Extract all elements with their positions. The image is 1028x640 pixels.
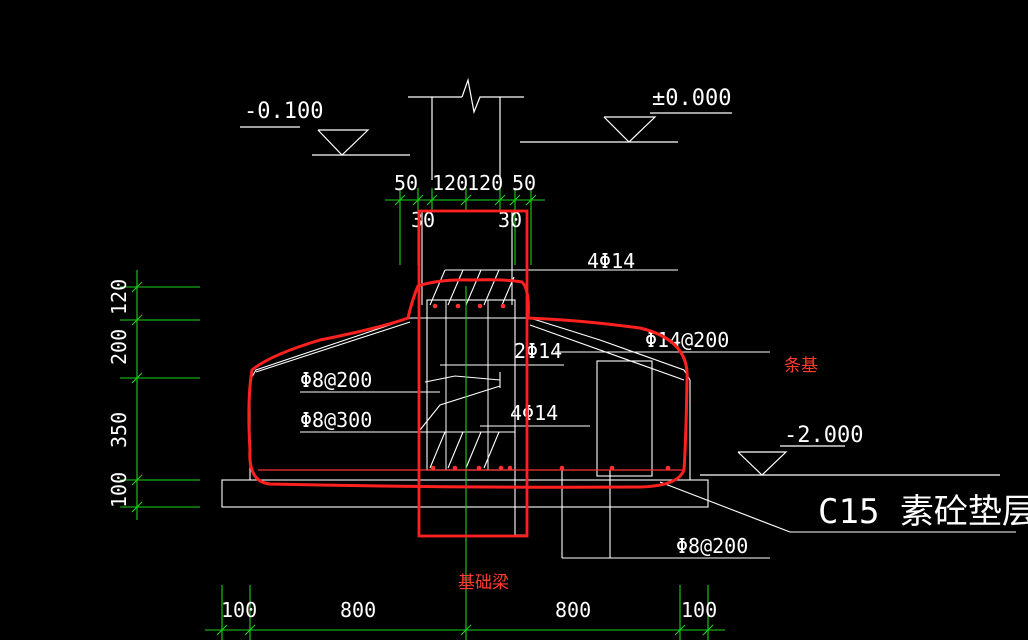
dim-left-100: 100: [107, 472, 131, 508]
bottom-dimension-lines: [205, 585, 725, 640]
dim-left-350: 350: [107, 412, 131, 448]
elevation-mark-bottom-right: [700, 445, 1000, 476]
elevation-bottom-text: -2.000: [784, 423, 863, 448]
dim-bottom-100-left: 100: [221, 598, 257, 622]
elevation-left-text: -0.100: [244, 99, 323, 124]
left-dimension-texts: 120 200 350 100: [107, 279, 131, 508]
elevation-mark-right: [520, 112, 732, 143]
dim-left-120: 120: [107, 279, 131, 315]
dim-left-200: 200: [107, 329, 131, 365]
dim-bottom-100-right: 100: [681, 598, 717, 622]
slab-division-lines: [445, 300, 489, 470]
label-top-bars: 4Φ14: [587, 249, 635, 273]
left-dimension-lines: [120, 270, 467, 640]
foundation-beam-highlight: [417, 209, 529, 538]
label-slab-bottom-rebar: Φ8@200: [676, 534, 748, 558]
foundation-outline: [221, 210, 1016, 559]
dim-top-120-left: 120: [432, 171, 468, 195]
label-stirrup-300: Φ8@300: [300, 408, 372, 432]
elevation-right-text: ±0.000: [652, 86, 731, 111]
label-strip-foundation: 条基: [784, 356, 818, 376]
label-side-bars: 2Φ14: [514, 339, 562, 363]
dim-top-50-right: 50: [512, 171, 536, 195]
top-dimension-lines: [385, 188, 545, 265]
label-bottom-bars: 4Φ14: [510, 401, 558, 425]
elevation-mark-left: [240, 126, 410, 156]
wall-outline: [408, 77, 524, 180]
label-cushion: C15 素砼垫层: [818, 492, 1028, 532]
dim-bottom-800-left: 800: [340, 598, 376, 622]
label-foundation-beam: 基础梁: [458, 573, 509, 593]
label-stirrup-200: Φ8@200: [300, 368, 372, 392]
rebar-dots: [430, 303, 671, 471]
dim-top-50-left: 50: [394, 171, 418, 195]
dim-top-120-right: 120: [467, 171, 503, 195]
dim-bottom-800-right: 800: [555, 598, 591, 622]
label-slab-top-rebar: Φ14@200: [645, 328, 729, 352]
